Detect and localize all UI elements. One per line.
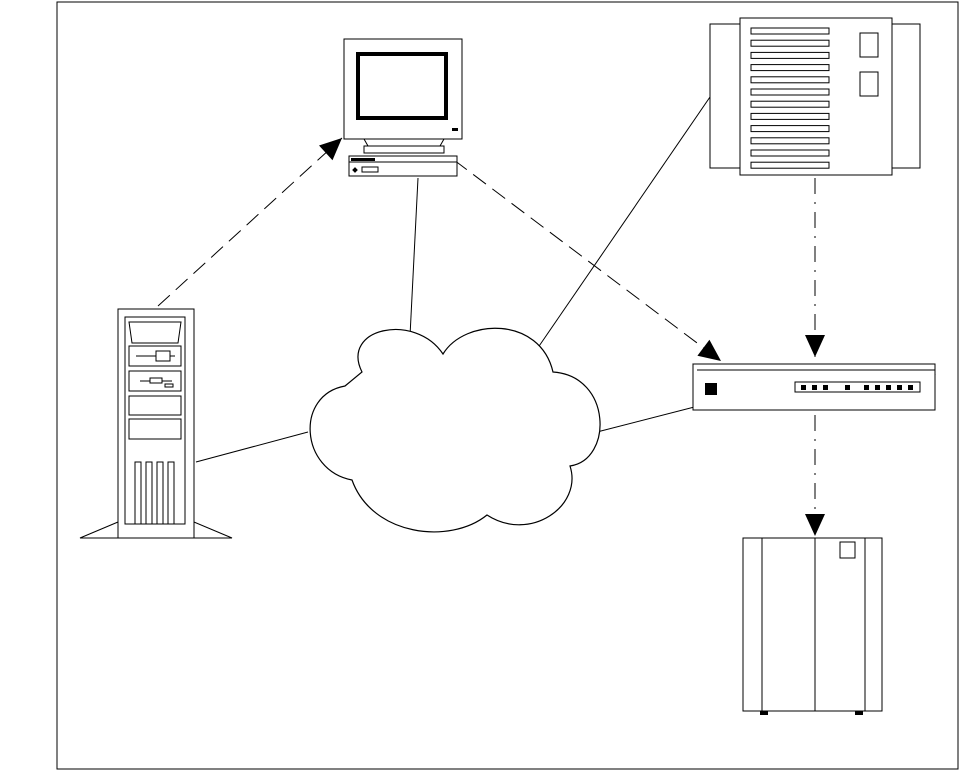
connector-workstation-to-network [410,178,418,336]
desktop-computer-icon[interactable] [344,39,462,176]
connector-tower-to-network [196,432,308,462]
arrowhead [697,340,721,361]
connector-rack-to-network [535,97,710,352]
arrowhead [319,138,342,160]
connector-network-to-switch [597,404,706,432]
connector-switch-to-storage [805,415,825,536]
connector-rack-to-switch [805,178,825,357]
connector-tower-to-workstation [158,138,342,306]
rack-server-icon[interactable] [710,18,920,175]
tower-server-icon[interactable] [80,309,232,538]
arrowhead [805,335,825,357]
network-switch-icon[interactable] [693,364,935,410]
arrowhead [805,514,825,536]
storage-cabinet-icon[interactable] [743,538,882,715]
network-cloud-icon[interactable] [310,328,600,532]
